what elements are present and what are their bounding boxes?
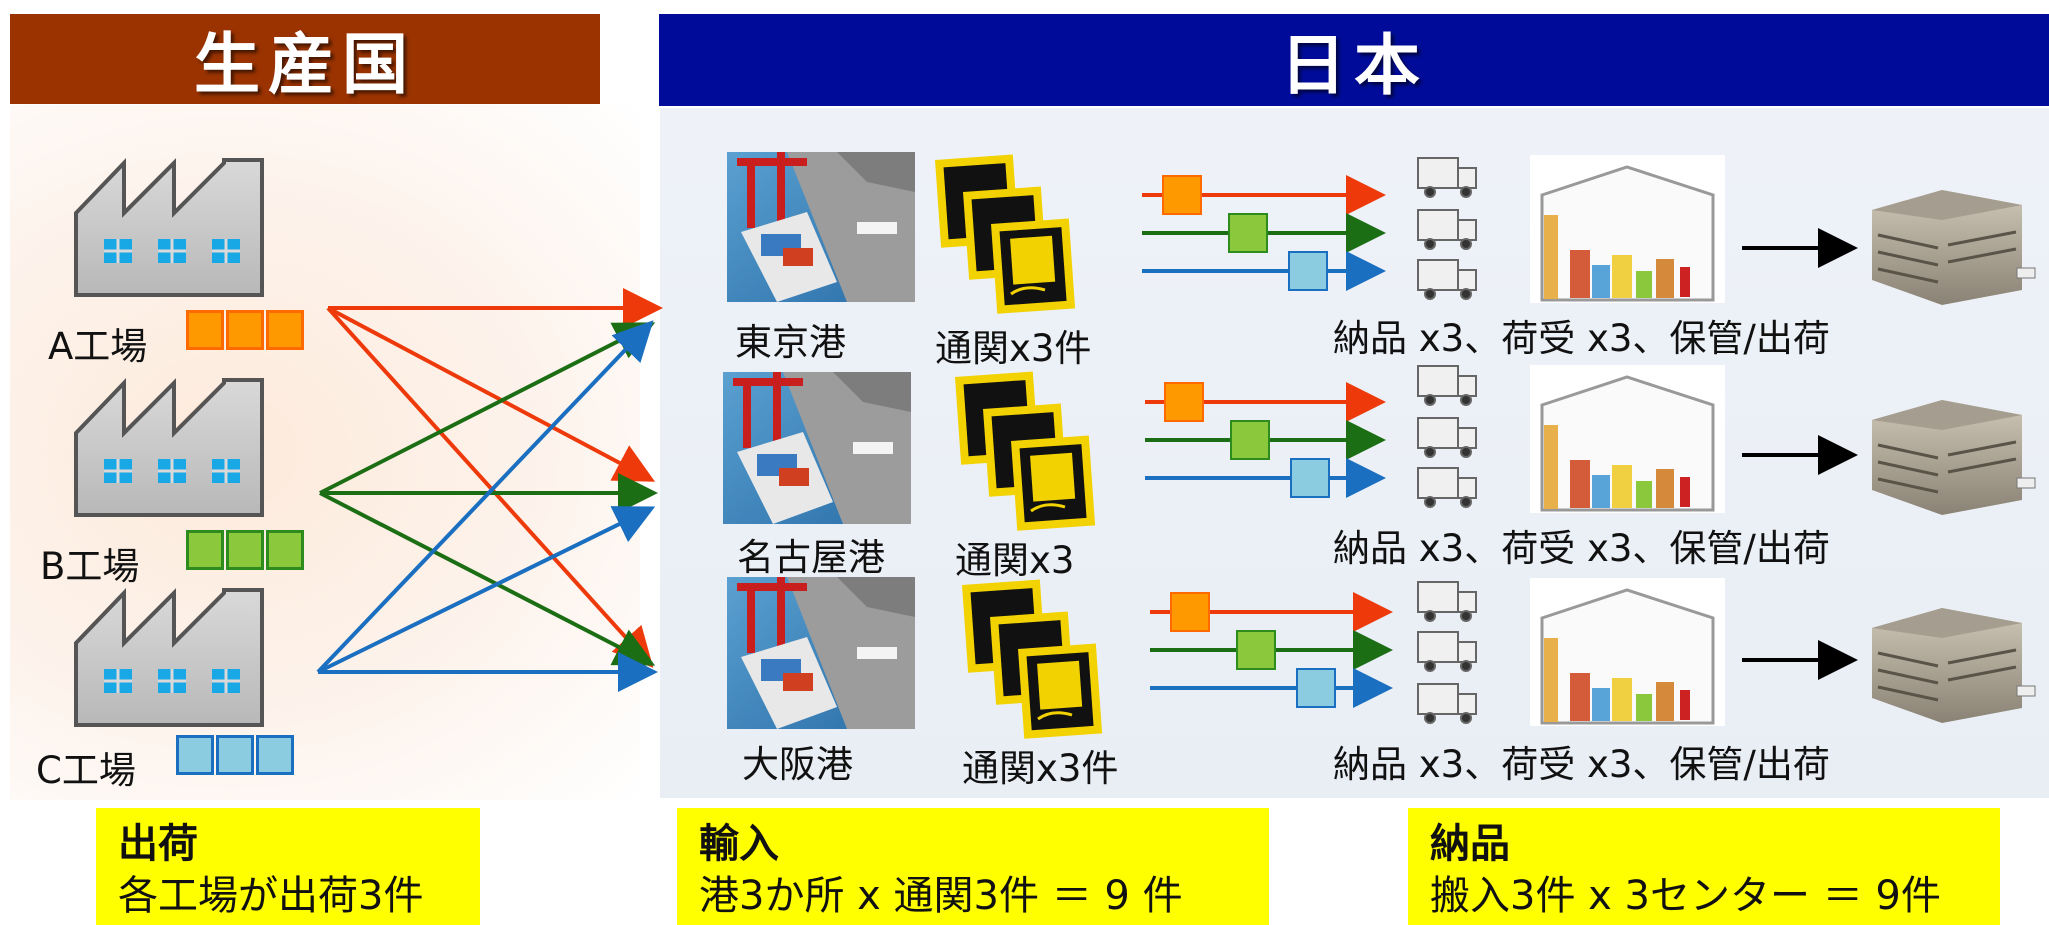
flag-green [1228, 213, 1268, 253]
japan-header: 日本 [659, 14, 2049, 106]
port-name-nagoya: 名古屋港 [737, 536, 885, 579]
customs-document-icon [962, 579, 1103, 739]
flag-orange [1164, 382, 1204, 422]
customs-nagoya: 通関x3 [955, 539, 1075, 582]
port-name-osaka: 大阪港 [742, 743, 853, 786]
port-photo [727, 152, 915, 302]
flag-orange [1170, 592, 1210, 632]
shipping-lines [316, 288, 663, 692]
port-photo [727, 577, 915, 729]
factory-a-label: A工場 [48, 325, 148, 368]
customs-document-icon [935, 154, 1076, 314]
truck-icon [1417, 157, 1477, 724]
note-delivery-title: 納品 [1430, 821, 1510, 867]
flag-green [1230, 420, 1270, 460]
note-shipping-body: 各工場が出荷3件 [118, 873, 424, 919]
flag-green [1236, 630, 1276, 670]
warehouse-icon [1530, 155, 1725, 726]
factory-c-cargo [176, 735, 296, 775]
factory-c-label: C工場 [36, 749, 136, 792]
note-import-title: 輸入 [699, 821, 779, 867]
port-name-tokyo: 東京港 [735, 321, 846, 364]
note-shipping-title: 出荷 [118, 821, 198, 867]
factory-a-cargo [186, 310, 306, 350]
note-delivery: 納品 搬入3件 x 3センター ＝ 9件 [1408, 808, 2000, 925]
customs-document-icon [955, 371, 1096, 531]
note-shipping: 出荷 各工場が出荷3件 [96, 808, 480, 925]
factory-icon [74, 378, 264, 517]
producer-header: 生産国 [10, 14, 600, 104]
delivery-osaka: 納品 x3、荷受 x3、保管/出荷 [1333, 743, 1830, 786]
factory-b-label: B工場 [40, 545, 140, 588]
note-import-body: 港3か所 x 通関3件 ＝ 9 件 [699, 873, 1183, 919]
factory-icon [74, 158, 264, 297]
delivery-tokyo: 納品 x3、荷受 x3、保管/出荷 [1333, 317, 1830, 360]
factory-icon [74, 588, 264, 727]
note-delivery-body: 搬入3件 x 3センター ＝ 9件 [1430, 873, 1941, 919]
note-import: 輸入 港3か所 x 通関3件 ＝ 9 件 [677, 808, 1269, 925]
distribution-center-photo [1872, 190, 2036, 723]
port-photo [723, 372, 911, 524]
customs-tokyo: 通関x3件 [935, 327, 1092, 370]
customs-osaka: 通関x3件 [962, 747, 1119, 790]
flag-blue [1296, 668, 1336, 708]
flag-blue [1288, 251, 1328, 291]
flag-orange [1162, 175, 1202, 215]
factory-b-cargo [186, 530, 306, 570]
delivery-nagoya: 納品 x3、荷受 x3、保管/出荷 [1333, 527, 1830, 570]
arrow-icon [1742, 228, 1858, 680]
flag-blue [1290, 458, 1330, 498]
